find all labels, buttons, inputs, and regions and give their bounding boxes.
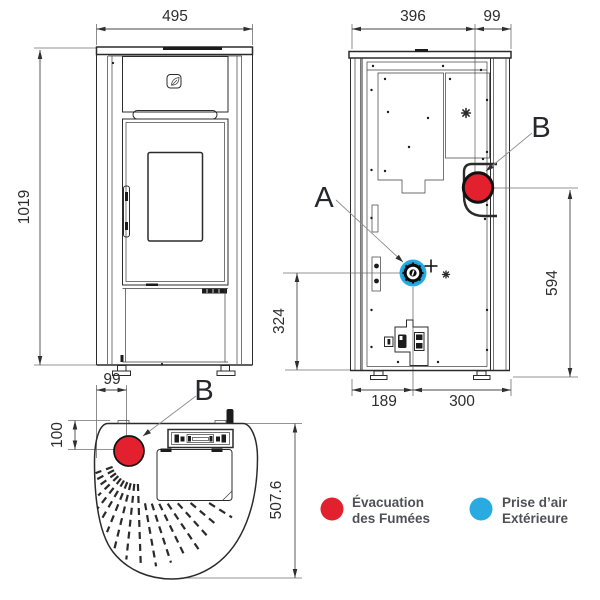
rear-upper-left-panel [377, 72, 444, 194]
rear-back-panel [366, 61, 488, 367]
legend-smoke-dot [320, 497, 344, 521]
dim-rear-width: 396 [400, 8, 426, 25]
legend: Évacuation des Fumées Prise d’air Extéri… [320, 495, 569, 526]
rear-view: 396 99 [271, 8, 578, 410]
legend-smoke-line1: Évacuation [352, 495, 424, 510]
door-handle [123, 185, 130, 238]
dim-rear-flue-offset: 99 [483, 8, 500, 25]
top-view-outline [93, 422, 259, 580]
dim-rear-bottom-left: 189 [371, 393, 397, 410]
smoke-outlet-top [113, 435, 145, 467]
brand-logo-icon [166, 74, 182, 89]
dim-top-depth: 507.6 [268, 481, 285, 520]
plus-mark-icon [424, 259, 438, 273]
hopper-lid [156, 448, 233, 501]
door-window [147, 151, 204, 242]
label-b-rear: B [531, 112, 550, 144]
front-feet [112, 365, 236, 376]
dim-rear-flue-height: 594 [544, 270, 561, 296]
front-upper-panel [122, 56, 229, 113]
legend-air-line2: Extérieure [502, 511, 569, 526]
air-inlet-port [399, 259, 427, 287]
dim-top-offset-y: 100 [49, 422, 66, 448]
dim-rear-inlet-height: 324 [271, 308, 288, 334]
top-knob [226, 409, 234, 424]
label-a: A [314, 182, 334, 214]
vent-slots [94, 465, 233, 567]
screws [370, 64, 489, 364]
power-switch [414, 332, 425, 351]
fan-icon [460, 107, 472, 119]
dim-front-height: 1019 [16, 190, 33, 224]
legend-air-line1: Prise d’air [502, 495, 568, 510]
legend-air-dot [469, 497, 493, 521]
front-top-flue-strip [163, 47, 222, 50]
rear-feet [370, 370, 491, 380]
asterisk-icon [441, 270, 451, 279]
dim-rear-bottom-right: 300 [449, 393, 475, 410]
power-control-box [384, 319, 429, 366]
front-door [122, 118, 229, 286]
pedestal-grille [202, 288, 227, 294]
control-panel [167, 428, 234, 449]
dim-front-width: 495 [162, 8, 188, 25]
rear-upper-right-panel [445, 72, 490, 159]
label-b-top: B [194, 375, 213, 407]
legend-smoke-line2: des Fumées [352, 511, 430, 526]
rear-top-plate [348, 50, 512, 59]
front-view: 495 1019 [16, 8, 254, 376]
top-view: 99 100 507.6 [49, 371, 302, 580]
dim-top-offset-x: 99 [103, 371, 120, 388]
smoke-outlet-port [461, 171, 495, 204]
